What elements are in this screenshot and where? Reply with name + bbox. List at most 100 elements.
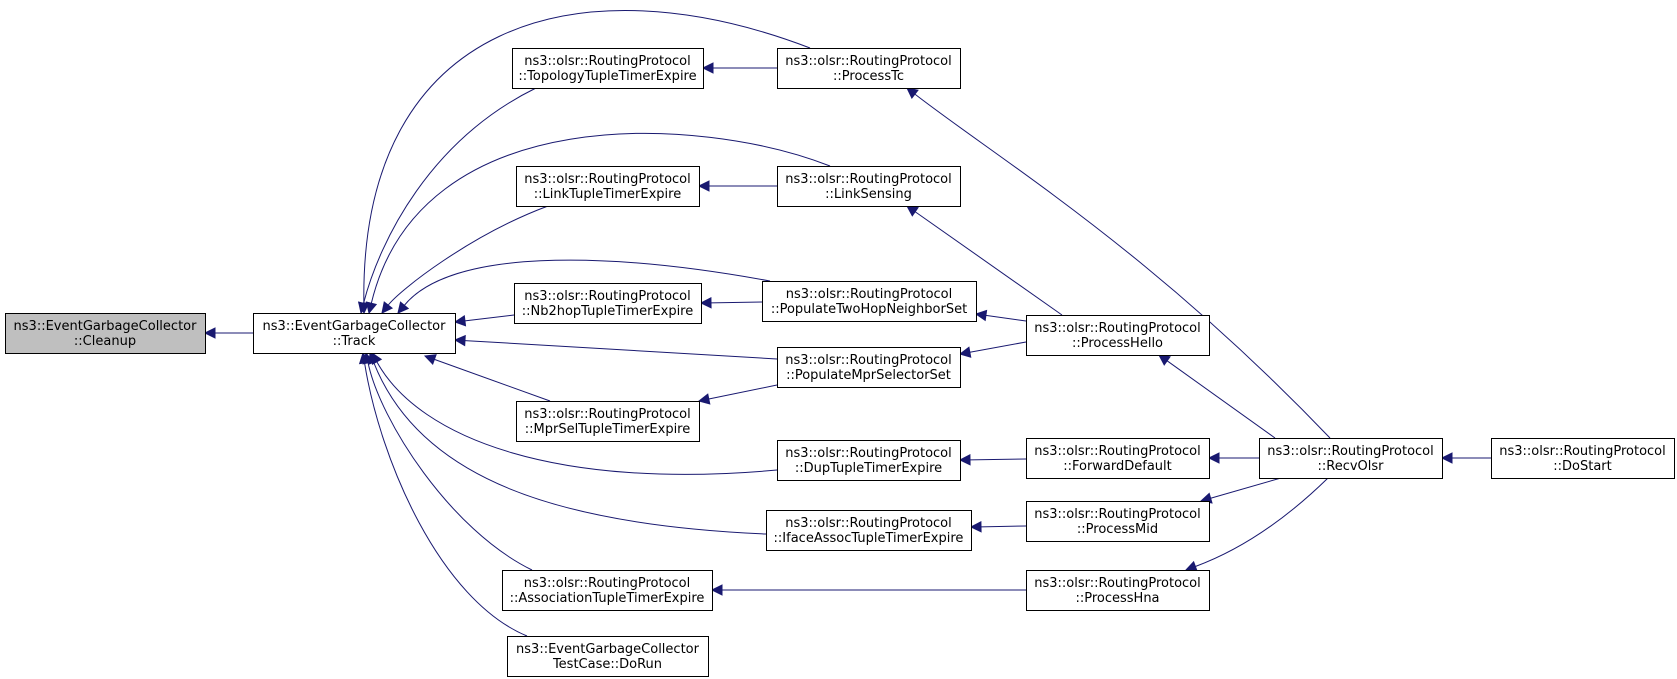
edge-arrowhead bbox=[699, 297, 712, 309]
node-label-line2: ::AssociationTupleTimerExpire bbox=[510, 591, 705, 606]
edge-line bbox=[464, 314, 515, 322]
node-label-line2: ::DoStart bbox=[1553, 459, 1611, 474]
node-recv[interactable]: ns3::olsr::RoutingProtocol::RecvOlsr bbox=[1259, 438, 1443, 479]
node-topo_exp[interactable]: ns3::olsr::RoutingProtocol::TopologyTupl… bbox=[512, 48, 704, 89]
edge-arrowhead bbox=[453, 314, 467, 327]
edge-proc_hello-to-pop_two bbox=[974, 309, 1027, 322]
edge-line bbox=[464, 340, 778, 360]
node-label-line2: ::ForwardDefault bbox=[1063, 459, 1172, 474]
edge-line bbox=[710, 301, 763, 304]
node-assoc_exp[interactable]: ns3::olsr::RoutingProtocol::AssociationT… bbox=[502, 570, 713, 611]
node-box bbox=[1026, 438, 1210, 479]
node-label-line2: ::PopulateMprSelectorSet bbox=[786, 368, 951, 383]
node-label-line2: ::Track bbox=[333, 334, 376, 349]
edge-link_sens-to-link_exp bbox=[697, 180, 777, 192]
edge-line bbox=[434, 358, 551, 402]
node-label-line1: ns3::olsr::RoutingProtocol bbox=[1034, 444, 1201, 459]
edge-line bbox=[985, 314, 1027, 322]
node-dup_exp[interactable]: ns3::olsr::RoutingProtocol::DupTupleTime… bbox=[777, 440, 961, 481]
node-proc_mid[interactable]: ns3::olsr::RoutingProtocol::ProcessMid bbox=[1026, 501, 1210, 542]
node-box bbox=[777, 440, 961, 481]
node-label-line1: ns3::olsr::RoutingProtocol bbox=[785, 516, 952, 531]
node-box bbox=[1026, 501, 1210, 542]
edge-proc_tc-to-track bbox=[358, 10, 811, 315]
node-label-line2: ::Cleanup bbox=[74, 334, 136, 349]
node-label-line1: ns3::olsr::RoutingProtocol bbox=[1034, 576, 1201, 591]
node-label-line2: ::TopologyTupleTimerExpire bbox=[518, 69, 696, 84]
node-fwd_def[interactable]: ns3::olsr::RoutingProtocol::ForwardDefau… bbox=[1026, 438, 1210, 479]
node-box bbox=[5, 313, 206, 354]
node-box bbox=[777, 48, 961, 89]
node-label-line1: ns3::olsr::RoutingProtocol bbox=[785, 353, 952, 368]
node-nb2_exp[interactable]: ns3::olsr::RoutingProtocol::Nb2hopTupleT… bbox=[514, 283, 702, 324]
node-track[interactable]: ns3::EventGarbageCollector::Track bbox=[253, 313, 456, 354]
node-label-line1: ns3::olsr::RoutingProtocol bbox=[524, 576, 691, 591]
edge-line bbox=[376, 361, 778, 475]
node-label-line2: ::MprSelTupleTimerExpire bbox=[525, 422, 691, 437]
edge-arrowhead bbox=[1158, 354, 1171, 366]
node-label-line1: ns3::EventGarbageCollector bbox=[516, 642, 700, 657]
edge-line bbox=[969, 458, 1027, 461]
node-label-line2: ::ProcessHna bbox=[1075, 591, 1159, 606]
edge-arrowhead bbox=[423, 354, 437, 366]
edge-arrowhead bbox=[358, 302, 370, 315]
node-box bbox=[253, 313, 456, 354]
node-proc_tc[interactable]: ns3::olsr::RoutingProtocol::ProcessTc bbox=[777, 48, 961, 89]
node-label-line2: ::IfaceAssocTupleTimerExpire bbox=[774, 531, 964, 546]
node-label-line2: ::ProcessMid bbox=[1077, 522, 1158, 537]
edge-iface_exp-to-track bbox=[368, 351, 767, 535]
edge-testcase-to-track bbox=[358, 351, 528, 637]
edge-proc_hna-to-assoc_exp bbox=[710, 584, 1026, 596]
node-label-line2: TestCase::DoRun bbox=[552, 657, 662, 672]
edge-pop_two-to-nb2_exp bbox=[699, 297, 763, 309]
edge-line bbox=[914, 211, 1063, 316]
edge-arrowhead bbox=[203, 327, 216, 339]
edge-arrowhead bbox=[701, 62, 714, 74]
edge-arrowhead bbox=[453, 334, 466, 347]
edge-arrowhead bbox=[1207, 452, 1220, 464]
node-dostart[interactable]: ns3::olsr::RoutingProtocol::DoStart bbox=[1491, 438, 1675, 479]
edge-pop_two-to-track bbox=[397, 259, 771, 314]
edge-arrowhead bbox=[906, 87, 919, 100]
node-box bbox=[766, 510, 972, 551]
node-box bbox=[502, 570, 713, 611]
node-testcase[interactable]: ns3::EventGarbageCollectorTestCase::DoRu… bbox=[507, 636, 709, 677]
node-box bbox=[777, 347, 961, 388]
node-link_exp[interactable]: ns3::olsr::RoutingProtocol::LinkTupleTim… bbox=[516, 166, 700, 207]
node-mpr_exp[interactable]: ns3::olsr::RoutingProtocol::MprSelTupleT… bbox=[516, 401, 700, 442]
edge-arrowhead bbox=[381, 301, 394, 314]
edge-line bbox=[1195, 477, 1329, 567]
edge-line bbox=[370, 133, 831, 304]
edge-line bbox=[403, 259, 771, 306]
edge-arrowhead bbox=[697, 180, 710, 192]
node-box bbox=[512, 48, 704, 89]
edge-arrowhead bbox=[710, 584, 723, 596]
node-proc_hna[interactable]: ns3::olsr::RoutingProtocol::ProcessHna bbox=[1026, 570, 1210, 611]
node-link_sens[interactable]: ns3::olsr::RoutingProtocol::LinkSensing bbox=[777, 166, 961, 207]
node-label-line1: ns3::olsr::RoutingProtocol bbox=[524, 289, 691, 304]
node-proc_hello[interactable]: ns3::olsr::RoutingProtocol::ProcessHello bbox=[1026, 315, 1210, 356]
edge-arrowhead bbox=[974, 309, 988, 322]
edge-dostart-to-recv bbox=[1440, 452, 1491, 464]
node-label-line1: ns3::olsr::RoutingProtocol bbox=[785, 172, 952, 187]
edge-mpr_exp-to-track bbox=[423, 354, 551, 402]
edge-track-to-cleanup bbox=[203, 327, 253, 339]
edge-line bbox=[367, 362, 533, 571]
node-pop_two[interactable]: ns3::olsr::RoutingProtocol::PopulateTwoH… bbox=[762, 281, 977, 322]
edge-topo_exp-to-track bbox=[358, 87, 537, 315]
node-label-line2: ::Nb2hopTupleTimerExpire bbox=[522, 304, 694, 319]
node-label-line1: ns3::EventGarbageCollector bbox=[14, 319, 198, 334]
node-label-line1: ns3::olsr::RoutingProtocol bbox=[1034, 321, 1201, 336]
node-box bbox=[1491, 438, 1675, 479]
node-label-line2: ::PopulateTwoHopNeighborSet bbox=[771, 302, 967, 317]
node-pop_mpr[interactable]: ns3::olsr::RoutingProtocol::PopulateMprS… bbox=[777, 347, 961, 388]
edge-line bbox=[1210, 477, 1282, 499]
node-label-line1: ns3::olsr::RoutingProtocol bbox=[785, 446, 952, 461]
node-label-line2: ::RecvOlsr bbox=[1317, 459, 1384, 474]
edge-recv-to-proc_tc bbox=[906, 87, 1331, 439]
edge-line bbox=[708, 384, 778, 400]
node-iface_exp[interactable]: ns3::olsr::RoutingProtocol::IfaceAssocTu… bbox=[766, 510, 972, 551]
edge-pop_mpr-to-mpr_exp bbox=[697, 384, 778, 405]
node-box bbox=[516, 401, 700, 442]
